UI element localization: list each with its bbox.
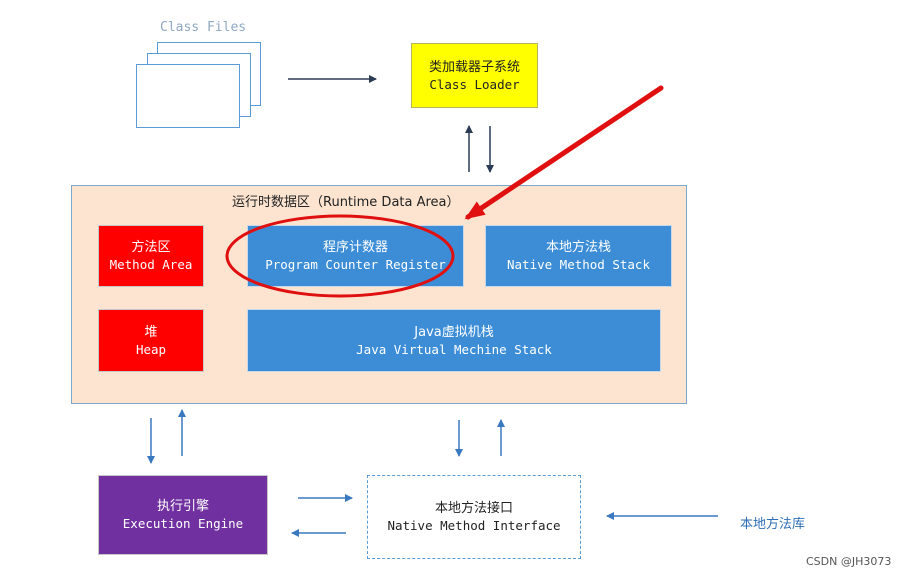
native-stack-title-zh: 本地方法栈 — [545, 240, 611, 255]
native-stack-title-en: Native Method Stack — [507, 257, 650, 272]
class-loader-title-zh: 类加载器子系统 — [428, 59, 520, 75]
jvm-stack-title-zh: Java虚拟机栈 — [414, 324, 494, 340]
highlight-pointer-arrow — [464, 85, 664, 220]
heap-block: 堆 Heap — [98, 309, 204, 372]
heap-title-zh: 堆 — [144, 324, 158, 340]
pc-register-block: 程序计数器 Program Counter Register — [247, 225, 464, 287]
highlight-ellipse — [225, 214, 455, 298]
pc-register-title-en: Program Counter Register — [265, 257, 446, 272]
jvm-stack-block: Java虚拟机栈 Java Virtual Mechine Stack — [247, 309, 661, 372]
class-loader-box: 类加载器子系统 Class Loader — [411, 43, 538, 108]
watermark: CSDN @JH3073 — [806, 555, 892, 568]
native-interface-title-en: Native Method Interface — [387, 518, 561, 533]
execution-engine-box: 执行引擎 Execution Engine — [98, 475, 268, 555]
pc-register-title-zh: 程序计数器 — [322, 240, 388, 255]
heap-title-en: Heap — [135, 341, 167, 357]
runtime-data-area-title: 运行时数据区（Runtime Data Area） — [232, 195, 460, 210]
execution-engine-title-zh: 执行引擎 — [156, 499, 209, 514]
method-area-title-en: Method Area — [109, 257, 193, 272]
class-files-label: Class Files — [160, 20, 247, 35]
class-loader-title-en: Class Loader — [429, 76, 520, 92]
execution-engine-title-en: Execution Engine — [122, 516, 244, 531]
native-method-library-label: 本地方法库 — [740, 517, 806, 532]
native-method-stack-block: 本地方法栈 Native Method Stack — [485, 225, 672, 287]
native-method-interface-box: 本地方法接口 Native Method Interface — [367, 475, 581, 559]
native-interface-title-zh: 本地方法接口 — [434, 501, 513, 516]
method-area-block: 方法区 Method Area — [98, 225, 204, 287]
jvm-stack-title-en: Java Virtual Mechine Stack — [356, 341, 552, 357]
class-file-icon — [136, 64, 240, 128]
method-area-title-zh: 方法区 — [131, 240, 171, 255]
